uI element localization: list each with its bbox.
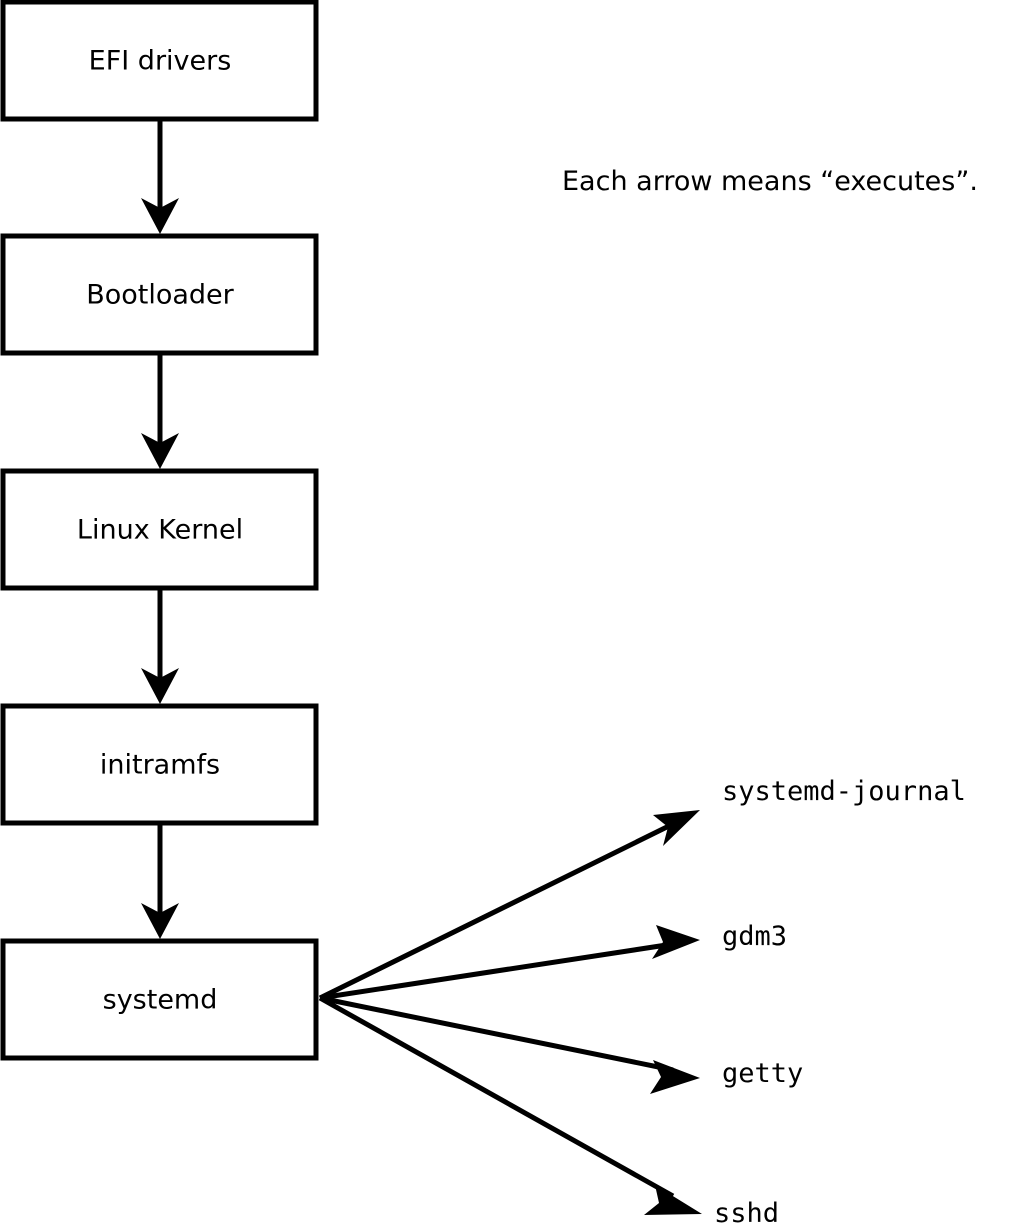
arrow-head-icon bbox=[652, 925, 700, 959]
edge-line bbox=[319, 995, 674, 1073]
edge-systemd-to-systemd-journal bbox=[318, 810, 700, 1001]
arrow-head-icon bbox=[650, 1060, 700, 1094]
arrow-head-down-icon bbox=[141, 433, 179, 469]
diagram-caption: Each arrow means “executes”. bbox=[562, 166, 978, 197]
edge-bootloader-to-kernel bbox=[141, 353, 179, 469]
vertical-edge-group bbox=[141, 119, 179, 939]
arrow-head-down-icon bbox=[141, 198, 179, 234]
edge-line bbox=[318, 995, 675, 1199]
box-label: systemd bbox=[103, 985, 218, 1016]
box-outline bbox=[0, 233, 319, 356]
box-outline bbox=[0, 468, 319, 591]
edge-kernel-to-initramfs bbox=[141, 588, 179, 704]
edge-efi-to-bootloader bbox=[141, 119, 179, 234]
arrow-head-down-icon bbox=[141, 668, 179, 704]
box-systemd[interactable]: systemd bbox=[0, 938, 319, 1061]
arrow-head-icon bbox=[653, 810, 700, 846]
edge-line bbox=[319, 941, 674, 1001]
box-initramfs[interactable]: initramfs bbox=[0, 703, 319, 826]
edge-initramfs-to-systemd bbox=[141, 823, 179, 939]
edge-systemd-to-sshd bbox=[318, 995, 702, 1215]
fanout-edge-group bbox=[318, 810, 702, 1215]
edge-systemd-to-getty bbox=[319, 995, 700, 1094]
service-label-sshd: sshd bbox=[714, 1198, 779, 1229]
box-label: initramfs bbox=[100, 750, 220, 781]
arrow-head-down-icon bbox=[141, 903, 179, 939]
service-label-group: systemd-journal gdm3 getty sshd bbox=[714, 776, 966, 1229]
service-label-gdm3: gdm3 bbox=[722, 921, 787, 952]
box-label: EFI drivers bbox=[89, 46, 232, 77]
box-label: Linux Kernel bbox=[77, 515, 243, 546]
box-bootloader[interactable]: Bootloader bbox=[0, 233, 319, 356]
edge-systemd-to-gdm3 bbox=[319, 925, 700, 1001]
edge-line bbox=[318, 820, 677, 1001]
box-outline bbox=[0, 938, 319, 1061]
service-label-systemd-journal: systemd-journal bbox=[722, 776, 966, 807]
arrow-head-icon bbox=[644, 1185, 702, 1215]
box-outline bbox=[0, 0, 319, 122]
box-efi-drivers[interactable]: EFI drivers bbox=[0, 0, 319, 122]
box-label: Bootloader bbox=[86, 280, 234, 311]
box-linux-kernel[interactable]: Linux Kernel bbox=[0, 468, 319, 591]
service-label-getty: getty bbox=[722, 1058, 803, 1089]
box-outline bbox=[0, 703, 319, 826]
